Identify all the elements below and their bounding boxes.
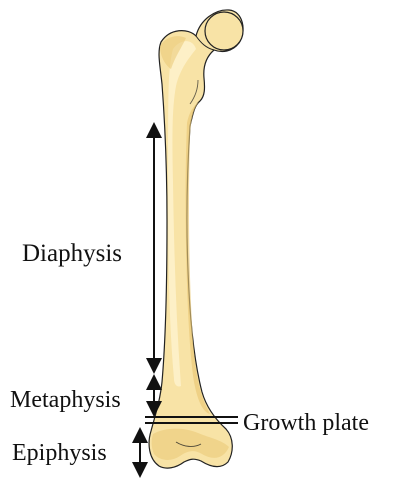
- diaphysis-label: Diaphysis: [22, 241, 122, 266]
- femoral-head: [205, 12, 243, 50]
- metaphysis-label: Metaphysis: [10, 388, 121, 412]
- growth-plate-label: Growth plate: [243, 411, 369, 435]
- femur-bone: [149, 10, 243, 468]
- epiphysis-label: Epiphysis: [12, 441, 107, 465]
